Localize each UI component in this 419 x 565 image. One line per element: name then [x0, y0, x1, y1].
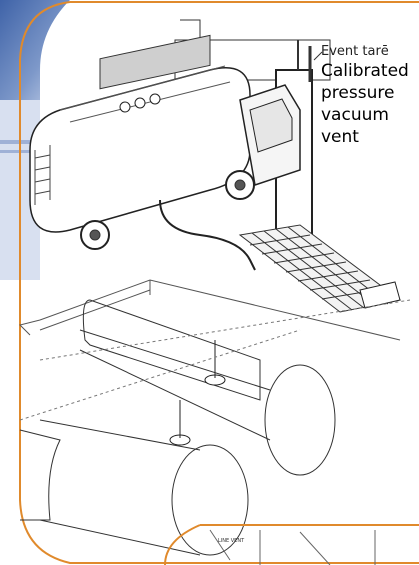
callout-line-4: vent: [321, 127, 359, 147]
callout-line-3: vacuum: [321, 105, 389, 125]
orange-frame: [19, 1, 419, 564]
tank-fittings: [169, 340, 226, 446]
inset-frame: [164, 524, 419, 565]
inset-caption: LINE VENT: [218, 538, 245, 544]
callout-leader: [313, 51, 323, 61]
callout-line-1: Calibrated: [321, 61, 409, 81]
vent-callout: Event tarē Calibrated pressure vacuum ve…: [321, 44, 419, 148]
underground-tanks: [19, 299, 336, 556]
ground-piping: [39, 279, 401, 341]
callout-line-2: pressure: [321, 83, 395, 103]
tanker-truck: [29, 34, 301, 250]
transfer-hose: [159, 199, 256, 271]
pump-unit: [359, 281, 401, 309]
callout-tag-text: Event tarē: [321, 44, 389, 59]
